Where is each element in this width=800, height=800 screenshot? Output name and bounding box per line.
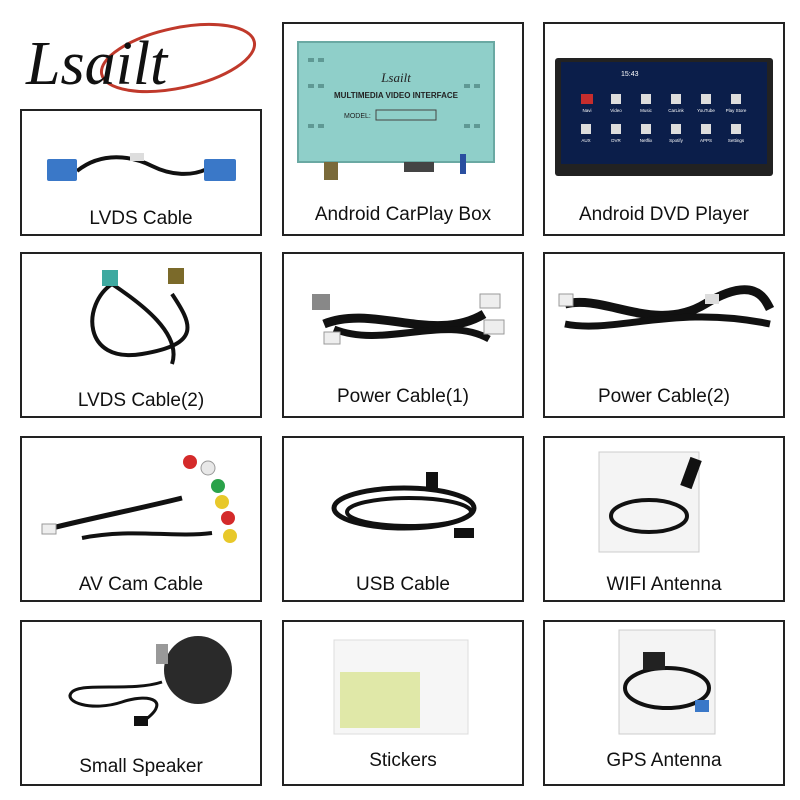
- svg-text:Navi: Navi: [582, 108, 591, 113]
- lvds-cable-2-icon: [22, 254, 260, 382]
- product-label: USB Cable: [356, 574, 450, 595]
- product-label: Power Cable(1): [337, 386, 469, 407]
- product-card-small-speaker: Small Speaker: [20, 620, 262, 786]
- svg-text:15:43: 15:43: [621, 71, 639, 78]
- product-label: Small Speaker: [79, 756, 203, 777]
- speaker-icon: [22, 622, 260, 748]
- power-cable-1-icon: [284, 254, 522, 374]
- product-label: AV Cam Cable: [78, 574, 204, 595]
- product-card-android-dvd-player: 15:43 Navi Video Music CarLink YouTube P…: [543, 22, 785, 236]
- av-cam-cable-icon: [22, 438, 260, 564]
- svg-text:Settings: Settings: [728, 138, 745, 143]
- svg-text:MODEL:: MODEL:: [344, 113, 371, 120]
- usb-cable-icon: [284, 438, 522, 564]
- svg-text:CarLink: CarLink: [668, 108, 684, 113]
- product-label: WIFI Antenna: [606, 574, 722, 595]
- svg-text:YouTube: YouTube: [697, 108, 715, 113]
- svg-text:AUX: AUX: [581, 138, 590, 143]
- svg-text:Video: Video: [610, 108, 622, 113]
- product-card-stickers: Stickers: [282, 620, 524, 786]
- wifi-antenna-icon: [545, 438, 783, 564]
- stickers-icon: [284, 622, 522, 742]
- product-label: LVDS Cable(2): [77, 390, 205, 411]
- product-label: Power Cable(2): [598, 386, 730, 407]
- product-card-lvds-cable-2: LVDS Cable(2): [20, 252, 262, 418]
- product-card-wifi-antenna: WIFI Antenna: [543, 436, 785, 602]
- product-card-gps-antenna: GPS Antenna: [543, 620, 785, 786]
- logo-text: Lsailt: [25, 30, 169, 98]
- product-card-android-carplay-box: Lsailt MULTIMEDIA VIDEO INTERFACE MODEL:…: [282, 22, 524, 236]
- svg-text:Play Store: Play Store: [726, 108, 747, 113]
- svg-text:APPS: APPS: [700, 138, 712, 143]
- product-label: GPS Antenna: [606, 750, 722, 771]
- svg-text:Music: Music: [640, 108, 653, 113]
- product-card-usb-cable: USB Cable: [282, 436, 524, 602]
- carplay-box-icon: Lsailt MULTIMEDIA VIDEO INTERFACE MODEL:: [284, 24, 522, 194]
- product-label: Stickers: [369, 750, 437, 771]
- product-card-power-cable-2: Power Cable(2): [543, 252, 785, 418]
- product-label: Android DVD Player: [578, 204, 750, 225]
- svg-text:Netflix: Netflix: [640, 138, 653, 143]
- lvds-cable-icon: [22, 111, 260, 206]
- power-cable-2-icon: [545, 254, 783, 374]
- svg-text:Lsailt: Lsailt: [380, 70, 411, 85]
- brand-logo: Lsailt: [18, 10, 268, 100]
- product-card-power-cable-1: Power Cable(1): [282, 252, 524, 418]
- gps-antenna-icon: [545, 622, 783, 742]
- product-label: LVDS Cable: [89, 208, 193, 229]
- svg-text:MULTIMEDIA VIDEO INTERFACE: MULTIMEDIA VIDEO INTERFACE: [334, 91, 459, 100]
- svg-text:DVR: DVR: [611, 138, 621, 143]
- product-card-av-cam-cable: AV Cam Cable: [20, 436, 262, 602]
- dvd-player-icon: 15:43 Navi Video Music CarLink YouTube P…: [545, 24, 783, 194]
- product-label: Android CarPlay Box: [314, 204, 492, 225]
- product-card-lvds-cable: LVDS Cable: [20, 109, 262, 236]
- svg-text:Spotify: Spotify: [669, 138, 684, 143]
